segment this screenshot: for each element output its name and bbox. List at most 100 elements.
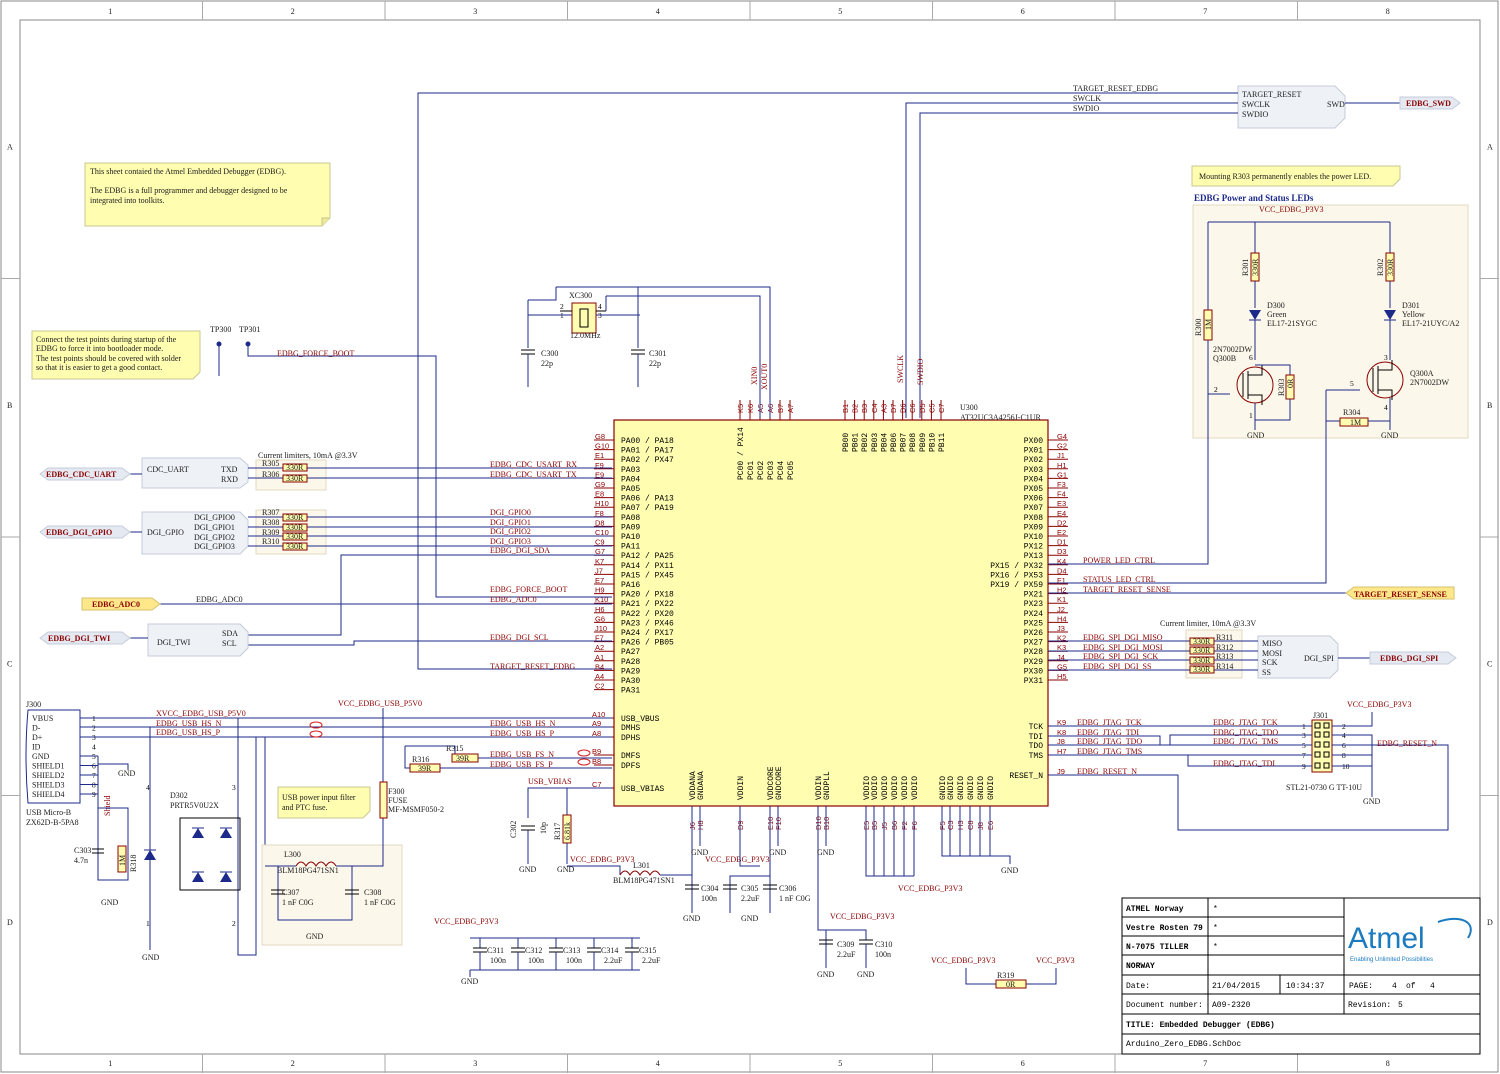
net-spi-mosi: EDBG_SPI_DGI_MOSI bbox=[1083, 643, 1163, 652]
c310-val: 100n bbox=[875, 950, 891, 959]
frame-row-right: C bbox=[1487, 659, 1492, 668]
r302-val: 330R bbox=[1386, 258, 1395, 276]
u300-jtag-pin-name: TDI bbox=[1029, 733, 1043, 742]
net-usb-hs-p: EDBG_USB_HS_P bbox=[490, 729, 555, 738]
net-adc0-left: EDBG_ADC0 bbox=[196, 595, 243, 604]
u300-bottom-pin-name: VDDIO bbox=[901, 776, 910, 800]
u300-right-pin-name: PX28 bbox=[1024, 648, 1043, 657]
u300-left-pin-name: PA02 / PX47 bbox=[621, 456, 674, 465]
u300-right-pin-name: PX09 bbox=[1024, 523, 1043, 532]
u300-left-pin-num: G10 bbox=[595, 442, 609, 451]
r309-val: 330R bbox=[286, 532, 304, 541]
cdc-current-note: Current limiters, 10mA @3.3V bbox=[258, 451, 358, 460]
u300-bottom-pin-name: VDDIO bbox=[863, 776, 872, 800]
usb-filter-block: L300 BLM18PG471SN1 F300 FUSE MF-MSMF050-… bbox=[261, 781, 444, 946]
d300-ref: D300 bbox=[1267, 301, 1285, 310]
q300b-pin1: 1 bbox=[1249, 411, 1253, 420]
frame-col-top: 4 bbox=[656, 7, 660, 16]
u300-left-pin-name: PA21 / PX22 bbox=[621, 600, 674, 609]
gpio-pin0: DGI_GPIO0 bbox=[194, 513, 235, 522]
u300-left-pin-num: C2 bbox=[595, 682, 605, 691]
u300-bottom-pin-name: VDDIO bbox=[871, 776, 880, 800]
u300-right-pin-num: H4 bbox=[1057, 614, 1067, 623]
gnd-r317: GND bbox=[557, 865, 575, 874]
note-r303: Mounting R303 permanently enables the po… bbox=[1191, 165, 1401, 187]
frame-col-bottom: 6 bbox=[1021, 1059, 1025, 1068]
led-vcc: VCC_EDBG_P3V3 bbox=[1259, 205, 1323, 214]
f300-kind: FUSE bbox=[388, 796, 408, 805]
u300-left-pin-name: PA30 bbox=[621, 677, 640, 686]
net-usb-hs-p-left: EDBG_USB_HS_P bbox=[156, 728, 221, 737]
u300-right-pin-name: PX26 bbox=[1024, 629, 1043, 638]
j300-pin-name: D- bbox=[32, 724, 41, 733]
u300-top-pin-num: K5 bbox=[736, 404, 745, 413]
u300-left-pin-name: PA23 / PX46 bbox=[621, 619, 674, 628]
frame-col-bottom: 8 bbox=[1386, 1059, 1390, 1068]
gpio-pin2: DGI_GPIO2 bbox=[194, 533, 235, 542]
q300b-ref: Q300B bbox=[1213, 354, 1236, 363]
u300-bottom-pin-name: VDDANA bbox=[689, 771, 698, 800]
c303-val: 4.7n bbox=[74, 856, 88, 865]
d302-pin4: 4 bbox=[146, 783, 150, 792]
note-usb-line2: and PTC fuse. bbox=[282, 803, 328, 812]
u300-left-pin-num: G6 bbox=[595, 614, 605, 623]
gnd-d302: GND bbox=[142, 953, 160, 962]
gnd-c304: GND bbox=[683, 914, 701, 923]
frame-col-top: 1 bbox=[108, 7, 112, 16]
u300-right-pin-num: D4 bbox=[1057, 566, 1067, 575]
u300-bottom-pin-name: GNDIO bbox=[957, 776, 966, 800]
r305-ref: R305 bbox=[262, 459, 279, 468]
u300-left-pin-num: A1 bbox=[595, 653, 604, 662]
decap-ref: C312 bbox=[525, 946, 542, 955]
u300-left-pin-num: F8 bbox=[595, 509, 604, 518]
net-spi-ss: EDBG_SPI_DGI_SS bbox=[1083, 662, 1151, 671]
c307-val: 1 nF C0G bbox=[282, 898, 314, 907]
net-edbg-force-boot-tp: EDBG_FORCE_BOOT bbox=[277, 349, 354, 358]
tb-of: of bbox=[1406, 982, 1416, 991]
u300-jtag-pin-num: J9 bbox=[1057, 767, 1065, 776]
r319-val: 0R bbox=[1006, 980, 1016, 989]
r309-ref: R309 bbox=[262, 528, 279, 537]
net-cdc-tx: EDBG_CDC_USART_TX bbox=[490, 470, 577, 479]
testpoint-tp300: TP300 bbox=[210, 325, 231, 376]
u300-bottom-pin-name: VDDIN bbox=[737, 776, 746, 800]
u300-jtag-pin-name: TCK bbox=[1029, 723, 1044, 732]
note-edbg-line4: integrated into toolkits. bbox=[90, 196, 164, 205]
r318-ref: R318 bbox=[129, 855, 138, 872]
u300-usb-pin-num: B8 bbox=[592, 757, 601, 766]
u300-right-pin-name: PX15 / PX32 bbox=[990, 562, 1043, 571]
net-gpio3: DGI_GPIO3 bbox=[490, 537, 531, 546]
c301-val: 22p bbox=[649, 359, 661, 368]
frame-col-top: 2 bbox=[291, 7, 295, 16]
gnd-l300: GND bbox=[306, 932, 324, 941]
vcc-r319-right: VCC_P3V3 bbox=[1036, 956, 1075, 965]
u300-top-pin-name: PB08 bbox=[909, 433, 918, 452]
u300-left-pin-name: PA14 / PX11 bbox=[621, 562, 674, 571]
gnd-ana: GND bbox=[691, 848, 709, 857]
note-edbg-line3: The EDBG is a full programmer and debugg… bbox=[90, 186, 288, 195]
gnd-io: GND bbox=[1001, 866, 1019, 875]
decap-val: 100n bbox=[490, 956, 506, 965]
u300-bottom-pin-name: VDDIN bbox=[815, 776, 824, 800]
u300-right-pin-num: G4 bbox=[1057, 432, 1067, 441]
u300-right-pin-num: J2 bbox=[1057, 605, 1065, 614]
r313-val: 330R bbox=[1193, 656, 1211, 665]
vcc-r319-left: VCC_EDBG_P3V3 bbox=[931, 956, 995, 965]
r315-ref: R315 bbox=[446, 744, 463, 753]
u300-top-pin-name: PC02 bbox=[757, 461, 766, 480]
u300-right-pin-num: E4 bbox=[1057, 509, 1066, 518]
u300-left-pin-name: PA09 bbox=[621, 523, 640, 532]
u300-bottom-pin-name: GNDIO bbox=[939, 776, 948, 800]
u300-right-pin-num: H5 bbox=[1057, 672, 1067, 681]
c303-ref: C303 bbox=[74, 846, 91, 855]
u300-left-pin-num: B4 bbox=[595, 662, 604, 671]
tvs-d302: D302 PRTR5V0U2X 4 3 1 2 GND bbox=[142, 783, 241, 962]
decap-val: 100n bbox=[528, 956, 544, 965]
r317-val: 6.81k bbox=[563, 822, 572, 840]
net-xin0: XIN0 bbox=[750, 367, 759, 385]
frame-row-left: B bbox=[7, 401, 12, 410]
net-reset-n: EDBG_RESET_N bbox=[1077, 767, 1137, 776]
r315-val: 39R bbox=[456, 754, 470, 763]
u300-right-pin-name: PX05 bbox=[1024, 485, 1043, 494]
